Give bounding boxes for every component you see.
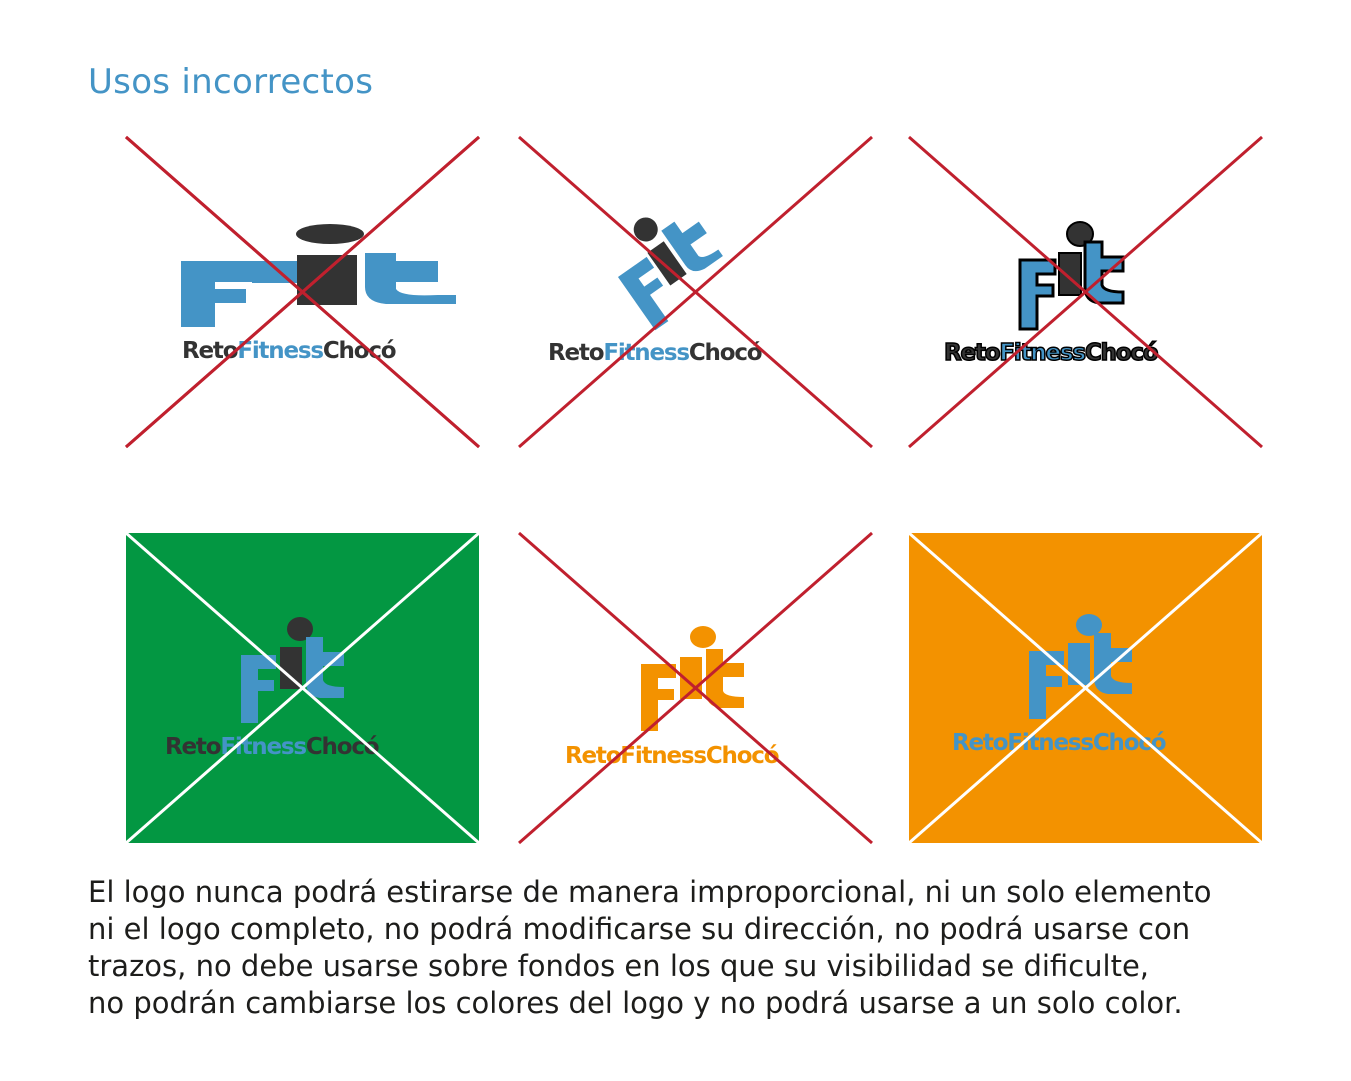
description-line: El logo nunca podrá estirarse de manera … xyxy=(88,875,1212,909)
example-single-color: RetoFitnessChocó xyxy=(908,531,1263,845)
description-line: no podrán cambiarse los colores del logo… xyxy=(88,986,1183,1020)
cross-overlay xyxy=(908,135,1263,449)
stretched-logo-icon xyxy=(125,135,480,449)
outlined-logo-icon xyxy=(1018,221,1125,331)
description-line: trazos, no debe usarse sobre fondos en l… xyxy=(88,949,1150,983)
wordmark: RetoFitnessChocó xyxy=(952,730,1167,756)
example-recolored: RetoFitnessChocó xyxy=(518,531,873,845)
example-rotated: RetoFitnessChocó xyxy=(518,135,873,449)
cross-overlay xyxy=(518,135,873,449)
single-color-logo-icon xyxy=(1029,614,1132,719)
example-green-background: RetoFitnessChocó xyxy=(125,531,480,845)
description-line: ni el logo completo, no podrá modificars… xyxy=(88,912,1191,946)
usage-description: El logo nunca podrá estirarse de manera … xyxy=(88,874,1318,1022)
wordmark: RetoFitnessChocó xyxy=(565,743,780,769)
section-title: Usos incorrectos xyxy=(88,62,374,102)
cross-overlay xyxy=(125,531,480,845)
cross-overlay xyxy=(518,531,873,845)
wordmark: RetoFitnessChocó xyxy=(182,338,397,364)
wordmark: RetoFitnessChocó xyxy=(943,340,1159,366)
logo-on-green-icon xyxy=(241,617,344,723)
example-stretched: RetoFitnessChocó xyxy=(125,135,480,449)
example-outlined: RetoFitnessChocó xyxy=(908,135,1263,449)
cross-overlay xyxy=(908,531,1263,845)
wordmark: RetoFitnessChocó xyxy=(548,340,763,366)
